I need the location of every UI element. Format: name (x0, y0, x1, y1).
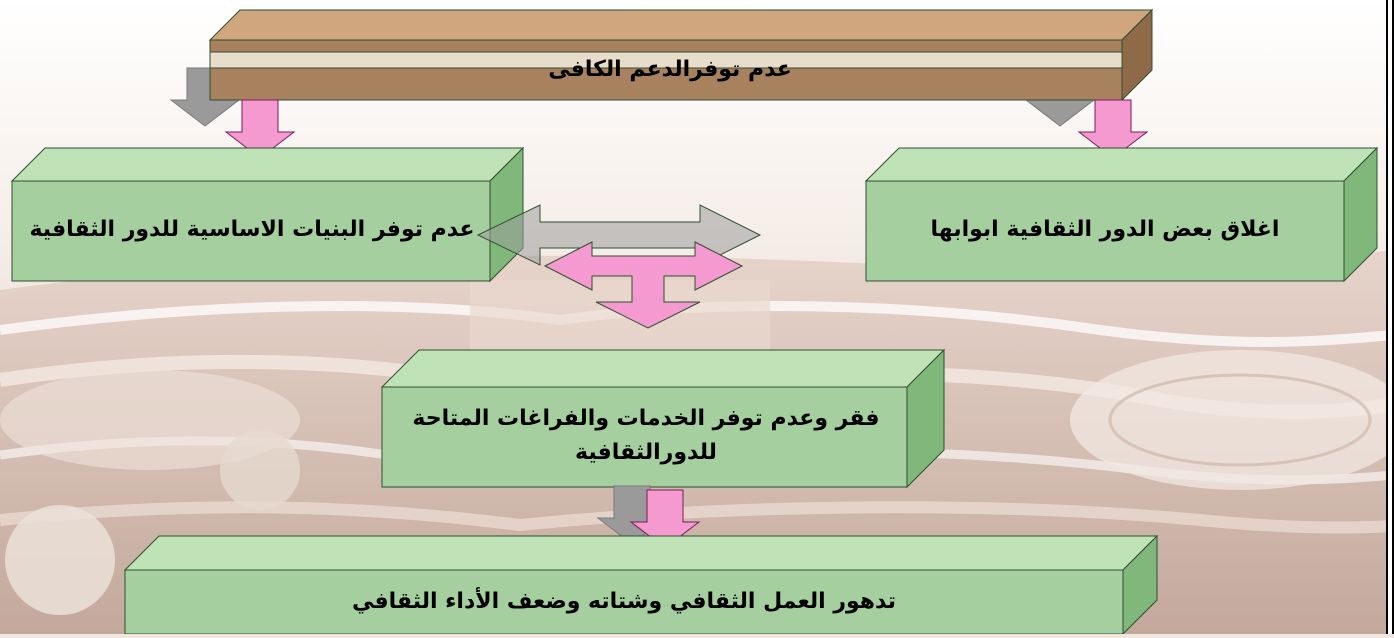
left-down-arrow (224, 99, 296, 159)
right-box-top-face (864, 147, 1379, 182)
right-box-label: اغلاق بعض الدور الثقافية ابوابها (930, 217, 1280, 242)
right-box-front-face (865, 180, 1345, 282)
right-down-arrow (1077, 99, 1149, 159)
middle-box-front-face (381, 386, 908, 488)
left-box-front-face (11, 180, 491, 282)
top-bar-stripe (209, 51, 1123, 69)
middle-box-label: فقر وعدم توفر الخدمات والفراغات المتاحة … (412, 406, 880, 465)
top-bar-top-face (208, 9, 1154, 41)
top-bar-label: عدم توفرالدعم الكافى (548, 57, 792, 82)
middle-box-top-face (380, 349, 946, 388)
double-arrow-down (543, 241, 744, 329)
double-arrow-shadow (476, 204, 762, 266)
bottom-box-top-face (123, 535, 1159, 571)
bottom-box-label: تدهور العمل الثقافي وشتاته وضعف الأداء ا… (351, 589, 897, 614)
bottom-down-arrow (629, 489, 701, 549)
left-box-label: عدم توفر البنيات الاساسية للدور الثقافية (29, 217, 475, 242)
bottom-box-front-face (124, 569, 1124, 634)
left-box-top-face (10, 147, 525, 182)
frame-border (1386, 0, 1394, 634)
